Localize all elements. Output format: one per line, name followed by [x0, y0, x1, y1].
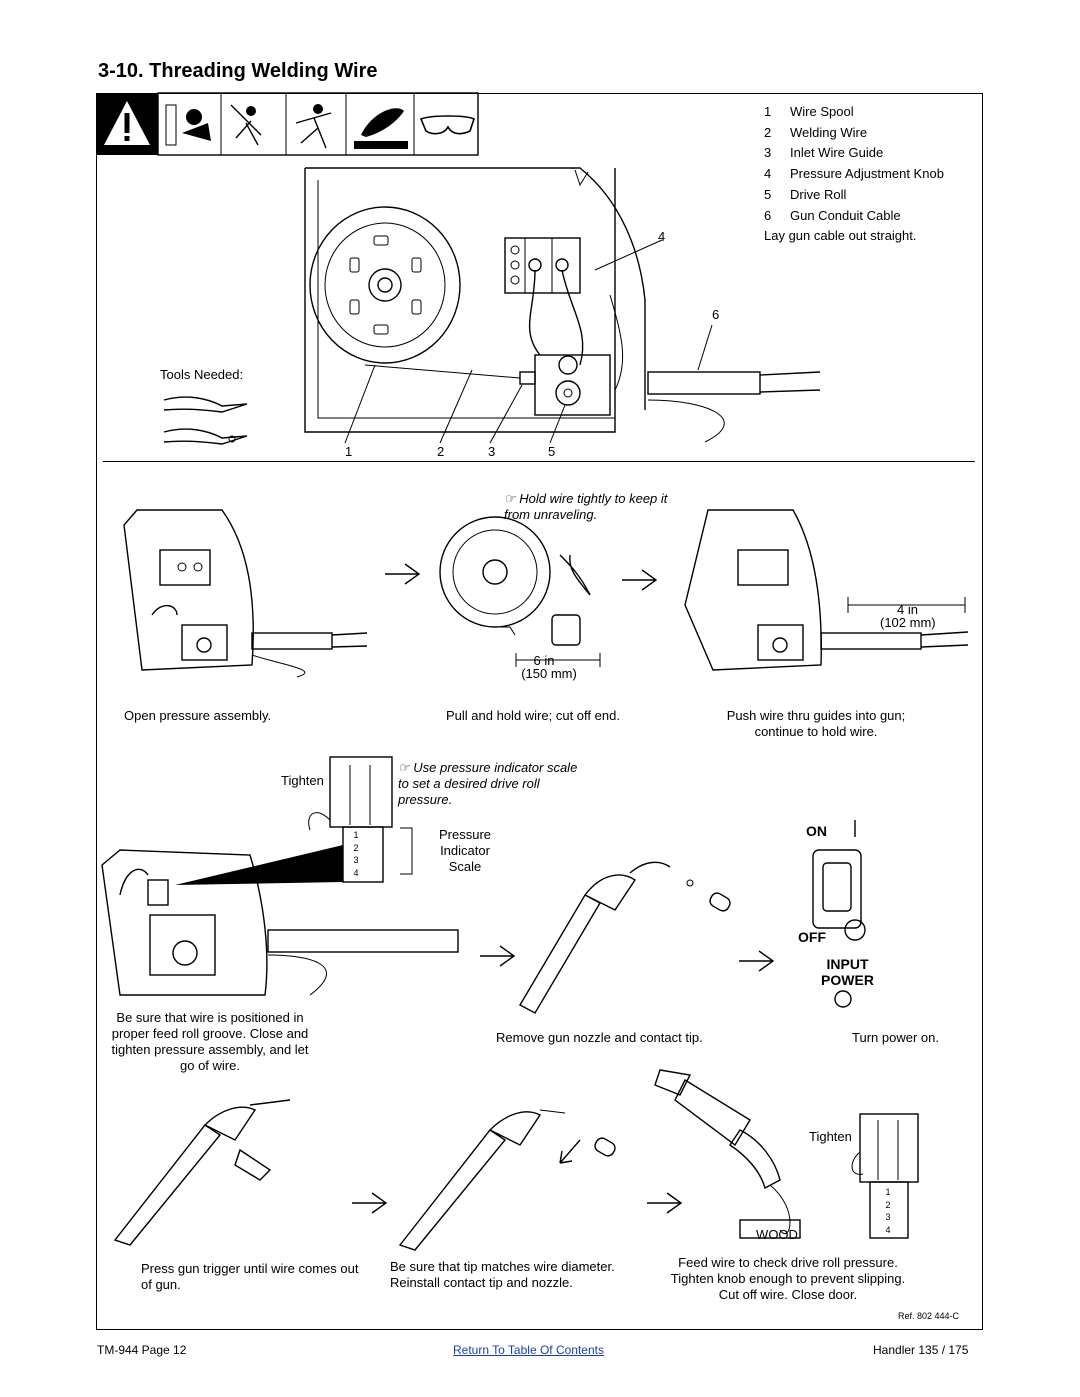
caption-remove-nozzle: Remove gun nozzle and contact tip.: [496, 1030, 703, 1045]
arrow-right-icon: [739, 950, 775, 972]
dimension-150mm: (150 mm): [521, 666, 577, 681]
scale-bracket: [400, 827, 413, 875]
tighten-label-2: Tighten: [809, 1129, 852, 1144]
scale-mark: 3: [885, 1212, 891, 1222]
callout-1: 1: [345, 444, 353, 459]
page-title: 3-10. Threading Welding Wire: [98, 60, 378, 82]
pressure-scale-marks: 1 2 3 4: [346, 829, 366, 879]
pressure-knob-small-icon: [851, 1113, 919, 1239]
reference-number: Ref. 802 444-C: [898, 1311, 960, 1321]
spool-cut-illustration: [439, 516, 601, 667]
scale-mark: 4: [885, 1224, 891, 1235]
callout-3: 3: [488, 444, 496, 459]
caption-tip-matches: Be sure that tip matches wire diameter. …: [390, 1259, 615, 1290]
pressure-knob-illustration: [101, 756, 459, 996]
tighten-label: Tighten: [281, 773, 324, 788]
footer-model: Handler 135 / 175: [873, 1343, 969, 1357]
caption-open-pressure: Open pressure assembly.: [124, 708, 272, 723]
open-pressure-illustration: [123, 509, 368, 678]
input-power-line-1: INPUT: [826, 956, 869, 972]
arrow-right-icon: [480, 945, 516, 967]
caption-turn-power: Turn power on.: [852, 1030, 939, 1045]
gun-nozzle-removal-illustration: [519, 861, 731, 1014]
pointing-hand-icon: ☞: [504, 491, 520, 506]
pressure-scale-marks-2: 1 2 3 4: [880, 1186, 896, 1236]
callout-5: 5: [548, 444, 556, 459]
safety-warning-strip: [96, 92, 479, 156]
caption-push-wire: Push wire thru guides into gun; continue…: [726, 708, 906, 739]
arrow-right-icon: [385, 563, 421, 585]
gun-trigger-illustration: [113, 1099, 291, 1246]
scale-mark: 1: [885, 1187, 891, 1197]
content-frame: [96, 93, 983, 1330]
arrow-right-icon: [647, 1192, 683, 1214]
arrow-right-icon: [352, 1192, 388, 1214]
wire-feeder-diagram: [304, 167, 821, 444]
dimension-4in: 4 in: [897, 602, 918, 617]
scale-mark: 2: [353, 842, 359, 853]
scale-mark: 4: [353, 867, 359, 878]
pressure-indicator-scale-label: Pressure Indicator Scale: [438, 827, 492, 874]
caption-pull-hold: Pull and hold wire; cut off end.: [446, 708, 620, 723]
parts-note: Lay gun cable out straight.: [764, 228, 917, 244]
switch-off-label: OFF: [798, 929, 826, 945]
push-wire-illustration: [684, 509, 969, 671]
switch-on-label: ON: [806, 823, 827, 839]
scale-mark: 1: [353, 830, 359, 840]
caption-feed-wire: Feed wire to check drive roll pressure. …: [670, 1255, 906, 1302]
input-power-label: INPUT POWER: [810, 956, 885, 988]
return-to-toc-link[interactable]: Return To Table Of Contents: [453, 1343, 604, 1357]
callout-2: 2: [437, 444, 445, 459]
scale-mark: 3: [353, 855, 359, 865]
dimension-102mm: (102 mm): [880, 615, 936, 630]
pressure-indicator-note: ☞ Use pressure indicator scale to set a …: [398, 760, 578, 807]
callout-4: 4: [658, 229, 666, 244]
power-switch-illustration: [812, 820, 866, 1008]
feed-wire-illustration: [654, 1069, 801, 1239]
footer-page-number: TM-944 Page 12: [97, 1343, 187, 1357]
wood-label: WOOD: [756, 1227, 798, 1242]
hold-wire-note: ☞ Hold wire tightly to keep it from unra…: [504, 491, 668, 522]
input-power-line-2: POWER: [821, 972, 874, 988]
section-divider: [103, 461, 975, 462]
pointing-hand-icon: ☞: [398, 760, 414, 775]
caption-be-sure-groove: Be sure that wire is positioned in prope…: [111, 1010, 309, 1073]
pliers-icon: [163, 396, 248, 445]
caption-press-trigger: Press gun trigger until wire comes out o…: [141, 1261, 359, 1292]
scale-mark: 2: [885, 1199, 891, 1210]
tools-needed-label: Tools Needed:: [160, 367, 244, 382]
callout-6: 6: [712, 307, 720, 322]
dimension-6in: 6 in: [533, 653, 555, 668]
arrow-right-icon: [622, 569, 658, 591]
tip-reinstall-illustration: [398, 1109, 616, 1251]
